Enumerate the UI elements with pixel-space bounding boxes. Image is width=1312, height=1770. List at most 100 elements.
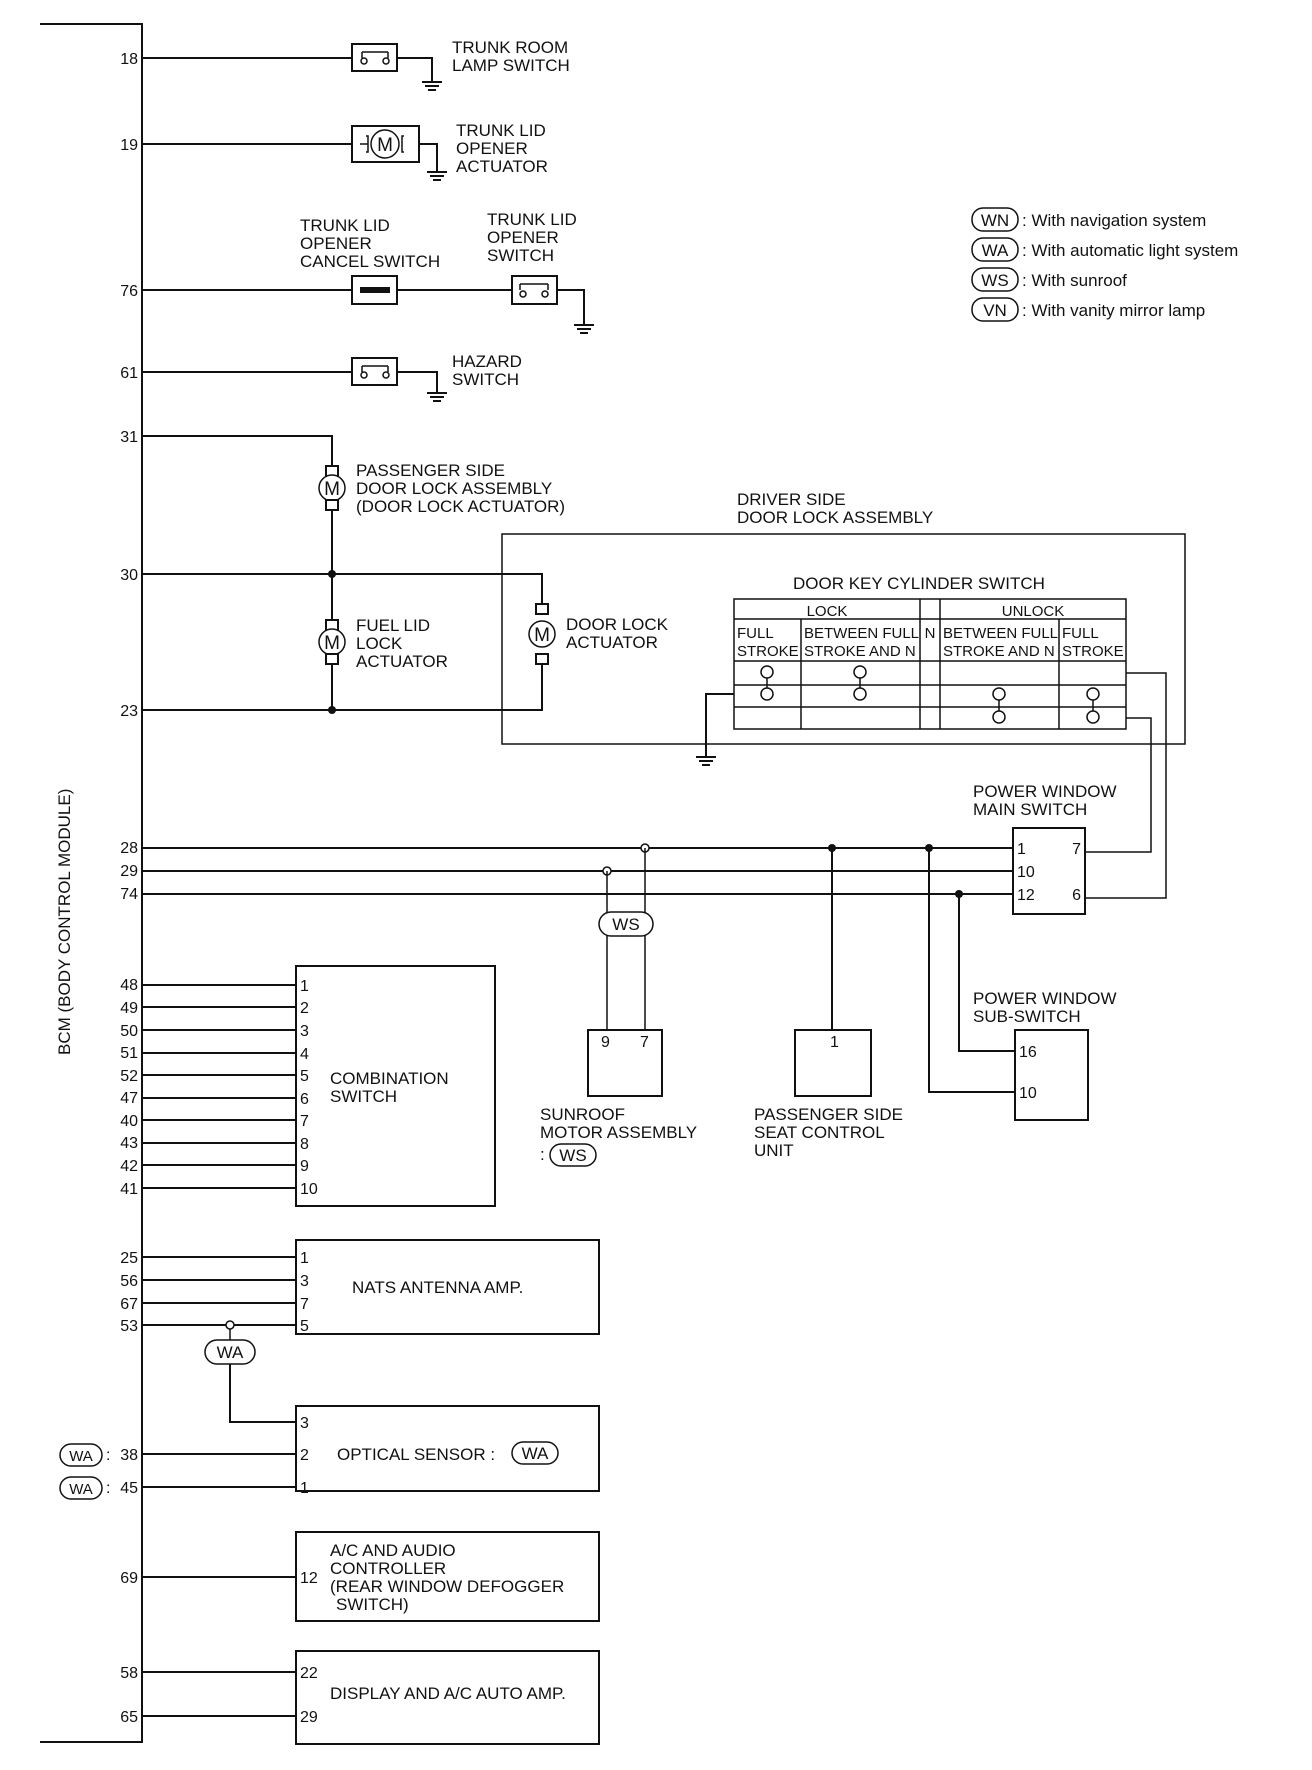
terminal-19: 19 — [120, 137, 138, 154]
terminal-50: 50 — [120, 1023, 138, 1040]
key-table-n: N — [925, 625, 936, 642]
key-table-h2a: BETWEEN FULL — [804, 625, 919, 642]
sunroof-label-2: MOTOR ASSEMBLY — [540, 1123, 697, 1142]
power-window-sub-switch: POWER WINDOW SUB-SWITCH 16 10 — [973, 989, 1117, 1121]
optical-label: OPTICAL SENSOR : — [337, 1445, 495, 1464]
trunk-room-lamp-switch-label-1: TRUNK ROOM — [452, 38, 568, 57]
ac-audio-pin-12: 12 — [300, 1570, 318, 1587]
terminal-42: 42 — [120, 1158, 138, 1175]
seat-label-2: SEAT CONTROL — [754, 1123, 885, 1142]
optical-pin-3: 3 — [300, 1415, 309, 1432]
sunroof-label-3: : — [540, 1145, 545, 1164]
terminal-76: 76 — [120, 283, 138, 300]
key-cylinder-title: DOOR KEY CYLINDER SWITCH — [793, 574, 1045, 593]
trunk-switch-label-3: SWITCH — [487, 246, 554, 265]
svg-text::: : — [106, 1447, 110, 1464]
terminal-43: 43 — [120, 1135, 138, 1152]
pw-main-pin-1: 1 — [1017, 841, 1026, 858]
pw-main-pin-7: 7 — [1072, 841, 1081, 858]
hazard-switch: HAZARD SWITCH — [142, 352, 522, 402]
sunroof-label-1: SUNROOF — [540, 1105, 625, 1124]
trunk-cancel-label-2: OPENER — [300, 234, 372, 253]
combo-pin-4: 4 — [300, 1046, 309, 1063]
trunk-cancel-label-3: CANCEL SWITCH — [300, 252, 440, 271]
trunk-lid-actuator-label-2: OPENER — [456, 139, 528, 158]
key-table-h4a: FULL — [1062, 625, 1099, 642]
key-table-unlock: UNLOCK — [1002, 603, 1065, 620]
optical-pin-2: 2 — [300, 1447, 309, 1464]
seat-label-3: UNIT — [754, 1141, 794, 1160]
terminal-56: 56 — [120, 1273, 138, 1290]
trunk-cancel-label-1: TRUNK LID — [300, 216, 390, 235]
terminal-74: 74 — [120, 886, 138, 903]
combo-pin-2: 2 — [300, 1000, 309, 1017]
fuel-lid-label-2: LOCK — [356, 634, 403, 653]
pw-main-label-1: POWER WINDOW — [973, 782, 1117, 801]
terminal-65: 65 — [120, 1709, 138, 1726]
key-table-h3a: BETWEEN FULL — [943, 625, 1058, 642]
terminal-49: 49 — [120, 1000, 138, 1017]
passenger-lock-label-3: (DOOR LOCK ACTUATOR) — [356, 497, 565, 516]
wa-tag-optical: WA — [522, 1444, 549, 1463]
key-table-h1a: FULL — [737, 625, 774, 642]
terminal-38: 38 — [120, 1447, 138, 1464]
key-table-h3b: STROKE AND N — [943, 643, 1055, 660]
bcm-terminal-numbers: 18 19 76 61 31 30 23 28 29 74 48 49 50 5… — [120, 51, 138, 1726]
ws-tag-sunroof: WS — [559, 1146, 586, 1165]
display-pin-29: 29 — [300, 1709, 318, 1726]
door-lock-actuator-label-1: DOOR LOCK — [566, 615, 669, 634]
combo-pin-1: 1 — [300, 978, 309, 995]
terminal-53: 53 — [120, 1318, 138, 1335]
terminal-41: 41 — [120, 1181, 138, 1198]
combo-label-1: COMBINATION — [330, 1069, 449, 1088]
terminal-30: 30 — [120, 567, 138, 584]
driver-lock-label-2: DOOR LOCK ASSEMBLY — [737, 508, 933, 527]
trunk-room-lamp-switch: TRUNK ROOM LAMP SWITCH — [142, 38, 570, 91]
trunk-lid-cancel-and-opener-switch: TRUNK LID OPENER CANCEL SWITCH TRUNK LID… — [142, 210, 594, 334]
pw-sub-label-1: POWER WINDOW — [973, 989, 1117, 1008]
hazard-label-2: SWITCH — [452, 370, 519, 389]
pw-main-pin-12: 12 — [1017, 887, 1035, 904]
pw-sub-pin-16: 16 — [1019, 1044, 1037, 1061]
door-lock-actuator-circuit: M PASSENGER SIDE DOOR LOCK ASSEMBLY (DOO… — [142, 435, 565, 714]
sunroof-motor-assembly: 9 7 SUNROOF MOTOR ASSEMBLY : WS — [540, 1029, 697, 1167]
seat-pin-1: 1 — [830, 1034, 839, 1051]
wa-tag-38: WA : — [59, 1443, 110, 1467]
trunk-room-lamp-switch-label-2: LAMP SWITCH — [452, 56, 570, 75]
pw-main-pin-6: 6 — [1072, 887, 1081, 904]
combo-pin-9: 9 — [300, 1158, 309, 1175]
terminal-31: 31 — [120, 429, 138, 446]
trunk-switch-label-1: TRUNK LID — [487, 210, 577, 229]
pw-sub-pin-10: 10 — [1019, 1085, 1037, 1102]
terminal-47: 47 — [120, 1090, 138, 1107]
seat-label-1: PASSENGER SIDE — [754, 1105, 903, 1124]
trunk-lid-actuator-label-3: ACTUATOR — [456, 157, 548, 176]
sunroof-pin-7: 7 — [640, 1034, 649, 1051]
motor-m-trunk: M — [377, 135, 393, 156]
combo-pin-5: 5 — [300, 1068, 309, 1085]
wa-tag-45-text: WA — [69, 1481, 93, 1498]
terminal-23: 23 — [120, 703, 138, 720]
terminal-51: 51 — [120, 1045, 138, 1062]
combo-pin-8: 8 — [300, 1136, 309, 1153]
terminal-61: 61 — [120, 365, 138, 382]
nats-pin-3: 3 — [300, 1273, 309, 1290]
terminal-45: 45 — [120, 1480, 138, 1497]
key-cylinder-table: LOCK UNLOCK N FULL STROKE BETWEEN FULL S… — [733, 598, 1127, 730]
ac-audio-label-2: CONTROLLER — [330, 1559, 446, 1578]
key-table-contacts — [760, 665, 1100, 724]
terminal-58: 58 — [120, 1665, 138, 1682]
nats-label: NATS ANTENNA AMP. — [352, 1278, 523, 1297]
nats-pin-5: 5 — [300, 1318, 309, 1335]
terminal-69: 69 — [120, 1570, 138, 1587]
key-table-lock: LOCK — [807, 603, 848, 620]
bcm-connector: BCM (BODY CONTROL MODULE) — [40, 23, 143, 1743]
display-label: DISPLAY AND A/C AUTO AMP. — [330, 1684, 566, 1703]
legend-code-vn: VN — [983, 301, 1007, 320]
fuel-lid-label-1: FUEL LID — [356, 616, 430, 635]
combo-pin-3: 3 — [300, 1023, 309, 1040]
key-table-h2b: STROKE AND N — [804, 643, 916, 660]
door-lock-actuator-label-2: ACTUATOR — [566, 633, 658, 652]
terminal-48: 48 — [120, 977, 138, 994]
legend: WN : With navigation system WA : With au… — [971, 207, 1238, 322]
